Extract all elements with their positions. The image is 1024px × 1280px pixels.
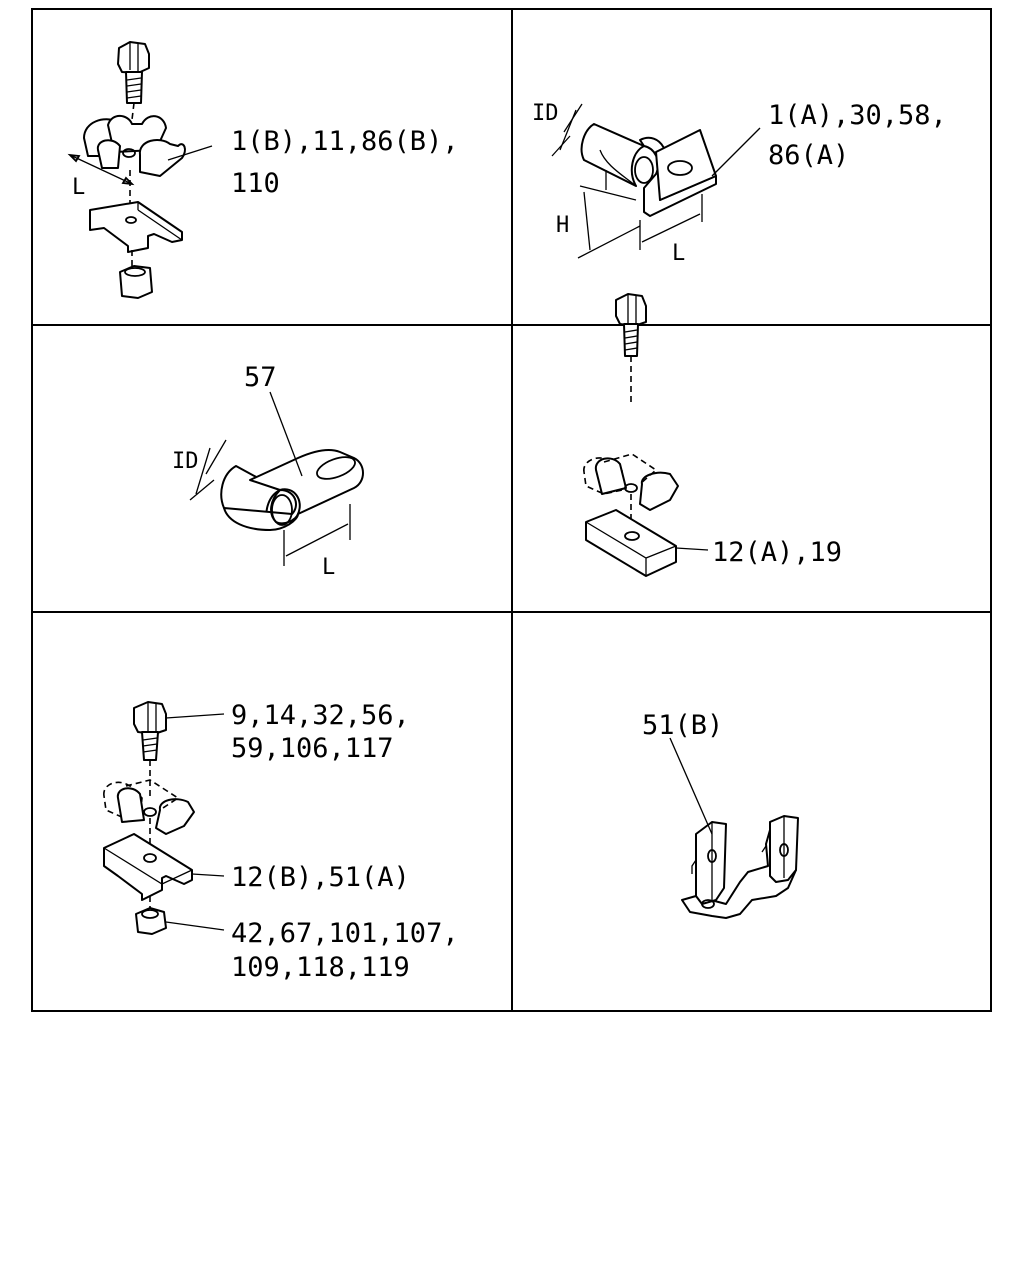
leader-line	[167, 145, 213, 161]
callout-line-1: 1(B),11,86(B),	[231, 126, 459, 157]
bracket-plate-drawing	[103, 833, 193, 901]
callout-bracket-line-1: 12(B),51(A)	[231, 862, 410, 893]
callout-line-2: 86(A)	[768, 140, 849, 171]
u-bracket-drawing	[681, 815, 799, 919]
panel-3-p-clip: ID L 57	[172, 362, 364, 580]
callout-line-1: 1(A),30,58,	[768, 100, 947, 131]
callout-bolt-line-1: 9,14,32,56,	[231, 700, 410, 731]
bracket-plate-drawing	[89, 201, 183, 253]
callout-line-1: 57	[244, 362, 277, 393]
dimension-l: L	[67, 153, 135, 200]
leader-line	[669, 737, 713, 835]
leader-line	[269, 391, 303, 477]
callout-line-2: 110	[231, 168, 280, 199]
dim-label-l: L	[322, 555, 335, 580]
dimension-l: L	[639, 194, 703, 266]
dim-label-id: ID	[532, 101, 559, 126]
leader-line-nut	[165, 921, 225, 931]
p-clip-drawing	[220, 449, 364, 531]
dim-label-h: H	[556, 213, 569, 238]
double-clamp-drawing	[103, 779, 195, 835]
leader-line	[711, 127, 761, 177]
callout-bolt-line-2: 59,106,117	[231, 733, 394, 764]
panel-1-double-clamp: L 1(B),11,86(B), 110	[67, 41, 459, 299]
panel-2-tube-clip-bracket: ID H L 1(A),30,58, 86(A)	[532, 100, 947, 266]
dimension-l: L	[283, 504, 351, 580]
callout-nut-line-1: 42,67,101,107,	[231, 918, 459, 949]
panel-5-clamp-assembly: 9,14,32,56, 59,106,117 12(B),51(A) 42,67…	[103, 700, 459, 983]
callout-line-1: 12(A),19	[712, 537, 842, 568]
grid-frame	[31, 8, 992, 1012]
dimension-h: H	[556, 170, 641, 259]
callout-nut-line-2: 109,118,119	[231, 952, 410, 983]
dimension-id: ID	[532, 101, 583, 157]
double-clamp-drawing	[583, 453, 679, 511]
callout-line-1: 51(B)	[642, 710, 723, 741]
dim-label-id: ID	[172, 449, 199, 474]
bolt-drawing	[615, 293, 647, 357]
nut-drawing	[119, 265, 153, 299]
bolt-drawing	[117, 41, 150, 104]
bolt-drawing	[133, 701, 167, 761]
nut-drawing	[135, 907, 167, 935]
leader-line	[675, 547, 709, 551]
dim-label-l: L	[672, 241, 685, 266]
panel-6-u-bracket: 51(B)	[642, 710, 799, 919]
dimension-id: ID	[172, 439, 227, 501]
leader-line-bolt	[165, 713, 225, 719]
block-drawing	[585, 509, 677, 577]
leader-line-bracket	[191, 873, 225, 877]
dim-label-l: L	[72, 175, 85, 200]
tube-clip-drawing	[580, 123, 717, 217]
double-clamp-drawing	[83, 114, 186, 177]
panel-4-clamp-block: 12(A),19	[583, 293, 842, 577]
